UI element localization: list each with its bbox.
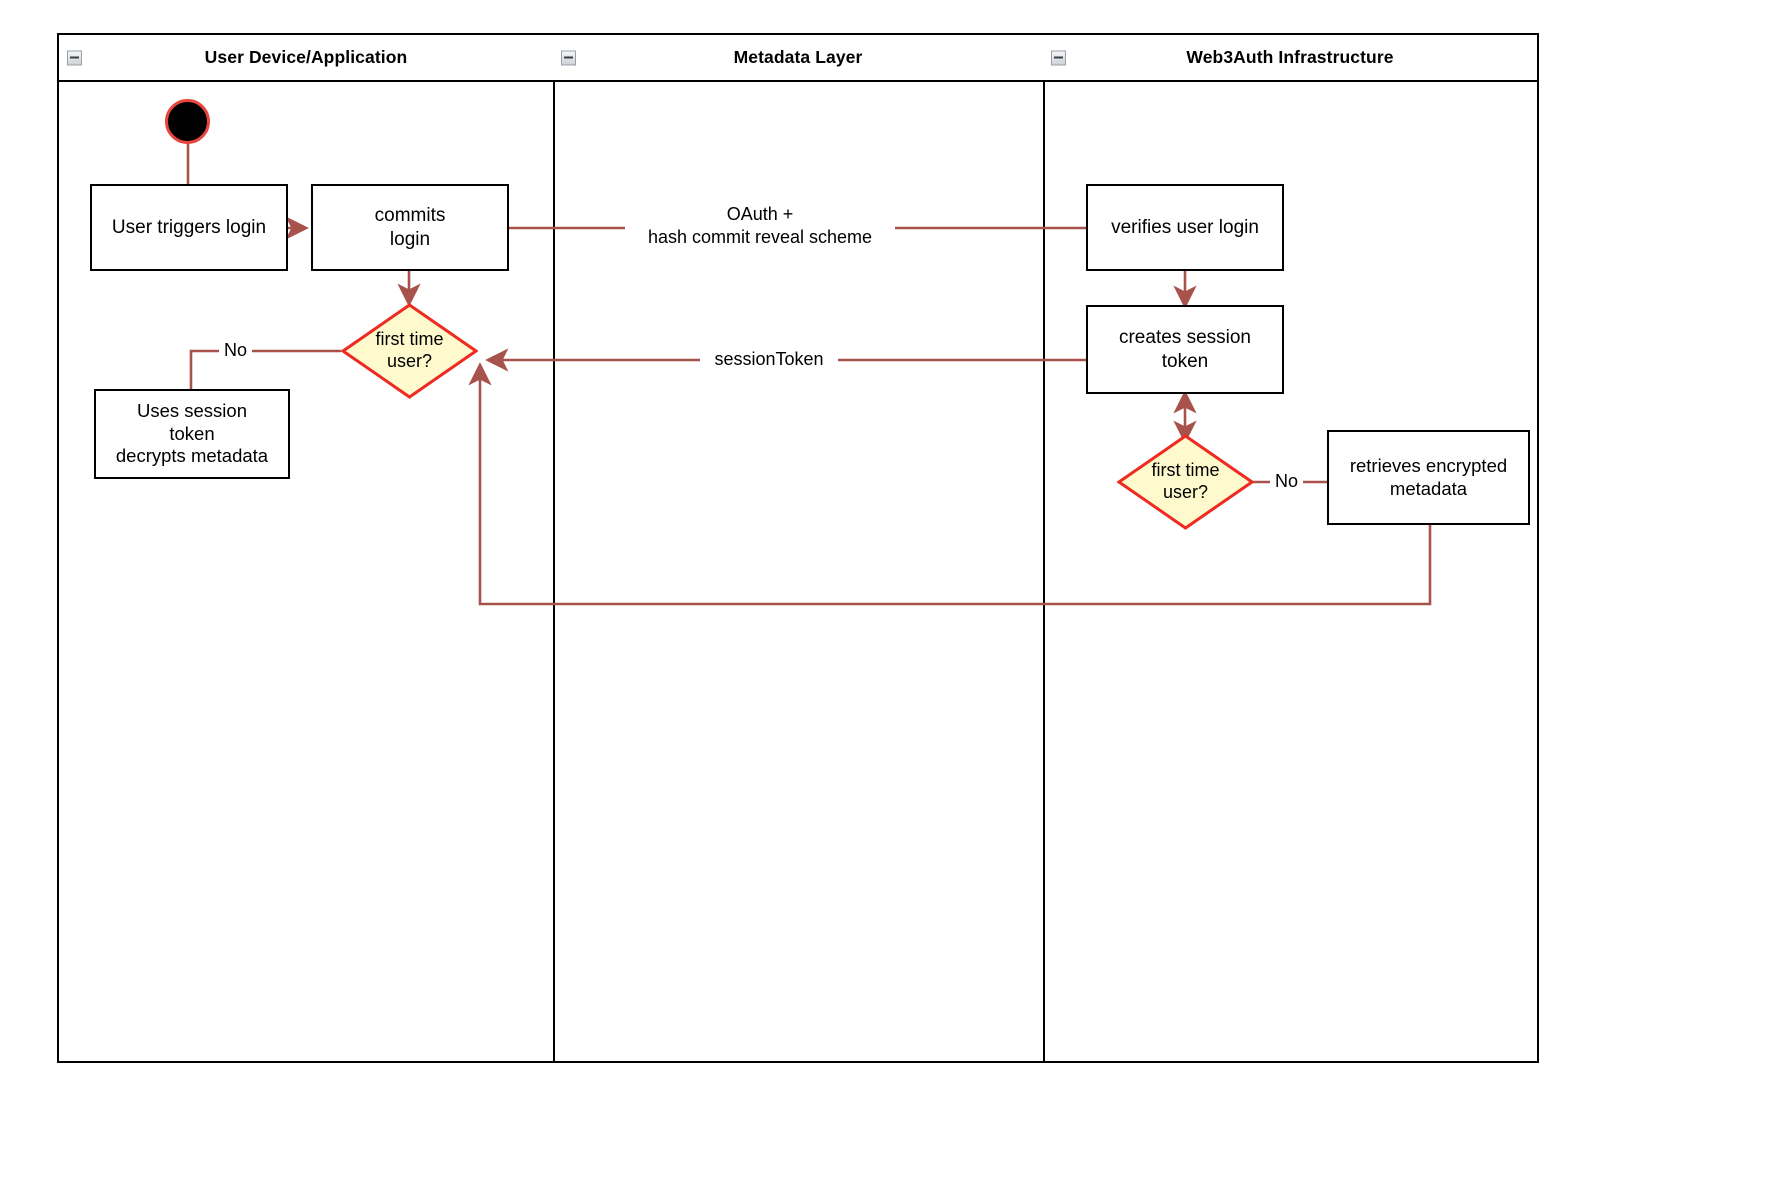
node-label: User triggers login <box>111 216 267 238</box>
collapse-minus-icon[interactable] <box>561 50 576 65</box>
node-label: creates session token <box>1118 327 1251 372</box>
lane-title-user-device: User Device/Application <box>204 47 408 67</box>
lane-header-user-device[interactable]: User Device/Application <box>59 35 553 82</box>
lane-header-metadata-layer[interactable]: Metadata Layer <box>553 35 1043 82</box>
node-label: verifies user login <box>1111 216 1259 238</box>
node-retrieves-encrypted-metadata[interactable]: retrieves encrypted metadata <box>1327 430 1530 525</box>
node-creates-session-token[interactable]: creates session token <box>1086 305 1284 394</box>
edge-label-oauth-hash-commit: OAuth + hash commit reveal scheme <box>625 203 895 248</box>
start-node[interactable] <box>165 99 210 144</box>
node-verifies-user-login[interactable]: verifies user login <box>1086 184 1284 271</box>
node-label: retrieves encrypted metadata <box>1349 454 1508 499</box>
node-commits-login[interactable]: commits login <box>311 184 509 271</box>
edge-label-no-server: No <box>1270 470 1304 493</box>
edge-label-no-client: No <box>219 339 253 362</box>
lane-divider-2 <box>1043 35 1045 1061</box>
node-uses-session-token[interactable]: Uses session token decrypts metadata <box>94 389 290 479</box>
lane-divider-1 <box>553 35 555 1061</box>
lane-title-metadata-layer: Metadata Layer <box>733 47 863 67</box>
collapse-minus-icon[interactable] <box>1051 50 1066 65</box>
node-decision-first-time-user-server[interactable]: first time user? <box>1117 434 1254 530</box>
lane-title-web3auth: Web3Auth Infrastructure <box>1186 47 1394 67</box>
edge-label-session-token: sessionToken <box>700 348 838 371</box>
node-decision-first-time-user-client[interactable]: first time user? <box>341 303 478 399</box>
node-label: Uses session token decrypts metadata <box>115 400 269 467</box>
lane-header-web3auth[interactable]: Web3Auth Infrastructure <box>1043 35 1537 82</box>
node-user-triggers-login[interactable]: User triggers login <box>90 184 288 271</box>
node-label: commits login <box>374 205 446 250</box>
collapse-minus-icon[interactable] <box>67 50 82 65</box>
